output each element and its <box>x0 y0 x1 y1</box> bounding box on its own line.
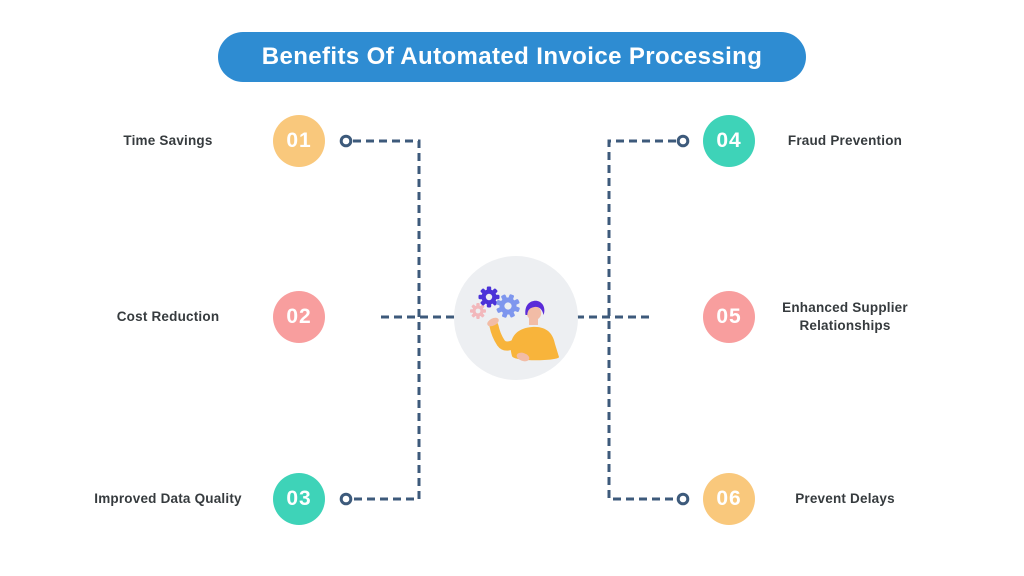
benefit-number-badge: 05 <box>703 291 755 343</box>
benefit-item-05: 05 Enhanced Supplier Relationships <box>703 291 925 343</box>
benefit-label: Enhanced Supplier Relationships <box>782 299 908 333</box>
benefit-label: Improved Data Quality <box>94 490 242 506</box>
ring-marker-icon <box>339 134 353 148</box>
benefit-label: Time Savings <box>123 132 213 148</box>
person-figure <box>487 300 559 362</box>
benefit-item-03: Improved Data Quality 03 <box>78 473 325 525</box>
connector-left-bracket <box>353 139 421 501</box>
title-banner: Benefits Of Automated Invoice Processing <box>218 32 806 82</box>
benefit-number-badge: 02 <box>273 291 325 343</box>
benefit-number-badge: 03 <box>273 473 325 525</box>
illustration-background-circle <box>454 256 578 380</box>
page-title: Benefits Of Automated Invoice Processing <box>261 43 763 70</box>
ring-marker-icon <box>676 134 690 148</box>
benefit-number-badge: 01 <box>273 115 325 167</box>
indigo-gear-icon <box>478 286 500 308</box>
benefit-item-02: Cost Reduction 02 <box>78 291 325 343</box>
benefit-number-badge: 06 <box>703 473 755 525</box>
center-illustration <box>454 256 578 380</box>
benefit-item-01: Time Savings 01 <box>78 115 325 167</box>
pink-gear-icon <box>470 303 486 319</box>
benefit-item-04: 04 Fraud Prevention <box>703 115 925 167</box>
ring-marker-icon <box>339 492 353 506</box>
benefit-item-06: 06 Prevent Delays <box>703 473 925 525</box>
blue-gear-icon <box>496 294 520 318</box>
benefit-label: Cost Reduction <box>116 308 220 324</box>
benefit-label: Prevent Delays <box>795 490 895 506</box>
benefit-label: Fraud Prevention <box>787 132 903 148</box>
benefit-number-badge: 04 <box>703 115 755 167</box>
connector-right-bracket <box>607 139 676 501</box>
ring-marker-icon <box>676 492 690 506</box>
